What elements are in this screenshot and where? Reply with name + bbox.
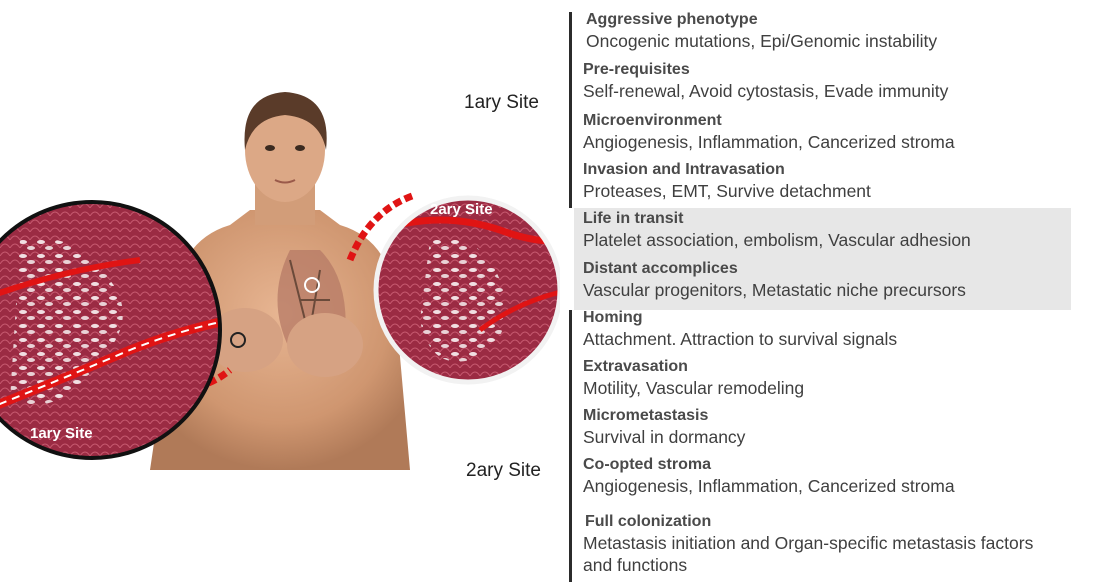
step-micrometastasis: Micrometastasis Survival in dormancy	[583, 406, 745, 448]
secondary-site-bracket	[569, 310, 572, 582]
secondary-inset-label: 2ary Site	[430, 201, 493, 218]
step-homing: Homing Attachment. Attraction to surviva…	[583, 308, 897, 350]
step-title: Homing	[583, 308, 897, 328]
step-title: Aggressive phenotype	[586, 10, 937, 30]
step-description: Angiogenesis, Inflammation, Cancerized s…	[583, 131, 955, 153]
step-description: Self-renewal, Avoid cytostasis, Evade im…	[583, 80, 948, 102]
step-title: Pre-requisites	[583, 60, 948, 80]
primary-inset-label: 1ary Site	[30, 425, 93, 442]
step-description: Motility, Vascular remodeling	[583, 377, 804, 399]
secondary-site-label: 2ary Site	[466, 460, 541, 482]
step-microenvironment: Microenvironment Angiogenesis, Inflammat…	[583, 111, 955, 153]
primary-site-bracket	[569, 12, 572, 208]
step-title: Co-opted stroma	[583, 455, 955, 475]
step-description: Vascular progenitors, Metastatic niche p…	[583, 279, 966, 301]
step-title: Microenvironment	[583, 111, 955, 131]
step-title: Extravasation	[583, 357, 804, 377]
step-description: Platelet association, embolism, Vascular…	[583, 229, 971, 251]
step-description: Angiogenesis, Inflammation, Cancerized s…	[583, 475, 955, 497]
step-description: Survival in dormancy	[583, 426, 745, 448]
metastasis-illustration: 1ary Site 2ary Site	[0, 0, 560, 585]
step-title: Full colonization	[585, 512, 1033, 532]
step-title: Micrometastasis	[583, 406, 745, 426]
step-extravasation: Extravasation Motility, Vascular remodel…	[583, 357, 804, 399]
step-description-continued: and functions	[583, 554, 1033, 576]
step-title: Distant accomplices	[583, 259, 966, 279]
step-title: Invasion and Intravasation	[583, 160, 871, 180]
step-aggressive-phenotype: Aggressive phenotype Oncogenic mutations…	[583, 10, 937, 52]
step-title: Life in transit	[583, 209, 971, 229]
step-pre-requisites: Pre-requisites Self-renewal, Avoid cytos…	[583, 60, 948, 102]
step-co-opted-stroma: Co-opted stroma Angiogenesis, Inflammati…	[583, 455, 955, 497]
step-distant-accomplices: Distant accomplices Vascular progenitors…	[583, 259, 966, 301]
primary-site-label: 1ary Site	[464, 92, 539, 114]
step-description: Oncogenic mutations, Epi/Genomic instabi…	[586, 30, 937, 52]
step-description: Attachment. Attraction to survival signa…	[583, 328, 897, 350]
step-description: Proteases, EMT, Survive detachment	[583, 180, 871, 202]
step-full-colonization: Full colonization Metastasis initiation …	[583, 512, 1033, 576]
step-life-in-transit: Life in transit Platelet association, em…	[583, 209, 971, 251]
step-invasion-intravasation: Invasion and Intravasation Proteases, EM…	[583, 160, 871, 202]
step-description: Metastasis initiation and Organ-specific…	[583, 532, 1033, 554]
